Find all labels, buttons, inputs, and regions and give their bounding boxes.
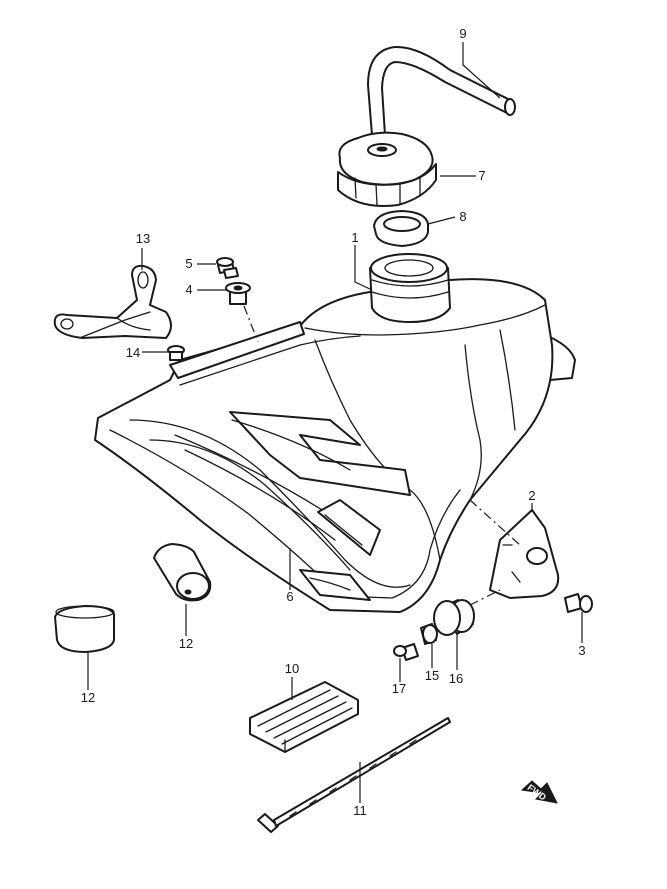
collar-4 (225, 282, 251, 305)
callout-2: 2 (528, 488, 535, 503)
callout-7: 7 (478, 168, 485, 183)
tank-bracket (53, 264, 172, 339)
callout-5: 5 (185, 256, 192, 271)
callout-17: 17 (392, 681, 406, 696)
callout-10: 10 (285, 661, 299, 676)
fuel-cap (337, 131, 437, 207)
rubber-cushion (433, 599, 475, 636)
callout-13: 13 (136, 231, 150, 246)
bolt-5 (216, 257, 239, 279)
damper-12-lower (54, 605, 115, 653)
fuel-tank (94, 253, 576, 613)
callout-12-lower: 12 (81, 690, 95, 705)
breather-hose (367, 45, 516, 136)
callout-11: 11 (353, 803, 367, 818)
cable-tie (257, 717, 451, 833)
cap-gasket (373, 210, 429, 247)
callout-4: 4 (185, 282, 192, 297)
callout-1: 1 (351, 230, 358, 245)
rear-bracket (489, 509, 560, 599)
callout-15: 15 (425, 668, 439, 683)
callout-9: 9 (459, 26, 466, 41)
bolt-14 (167, 345, 185, 361)
leader-lines (87, 42, 583, 803)
callout-8: 8 (459, 209, 466, 224)
bolt-17 (393, 643, 419, 661)
callout-3: 3 (578, 643, 585, 658)
callout-14: 14 (126, 345, 140, 360)
callout-labels: 9 7 8 1 13 5 4 14 2 3 6 16 15 17 12 12 1… (81, 26, 586, 818)
callout-6: 6 (286, 589, 293, 604)
collar-15 (420, 623, 438, 645)
callout-16: 16 (449, 671, 463, 686)
damper-12-upper (153, 543, 212, 602)
protector-pad (249, 681, 359, 753)
callout-12-upper: 12 (179, 636, 193, 651)
bolt-3 (564, 593, 593, 613)
fwd-arrow-icon: FWD (520, 780, 558, 804)
